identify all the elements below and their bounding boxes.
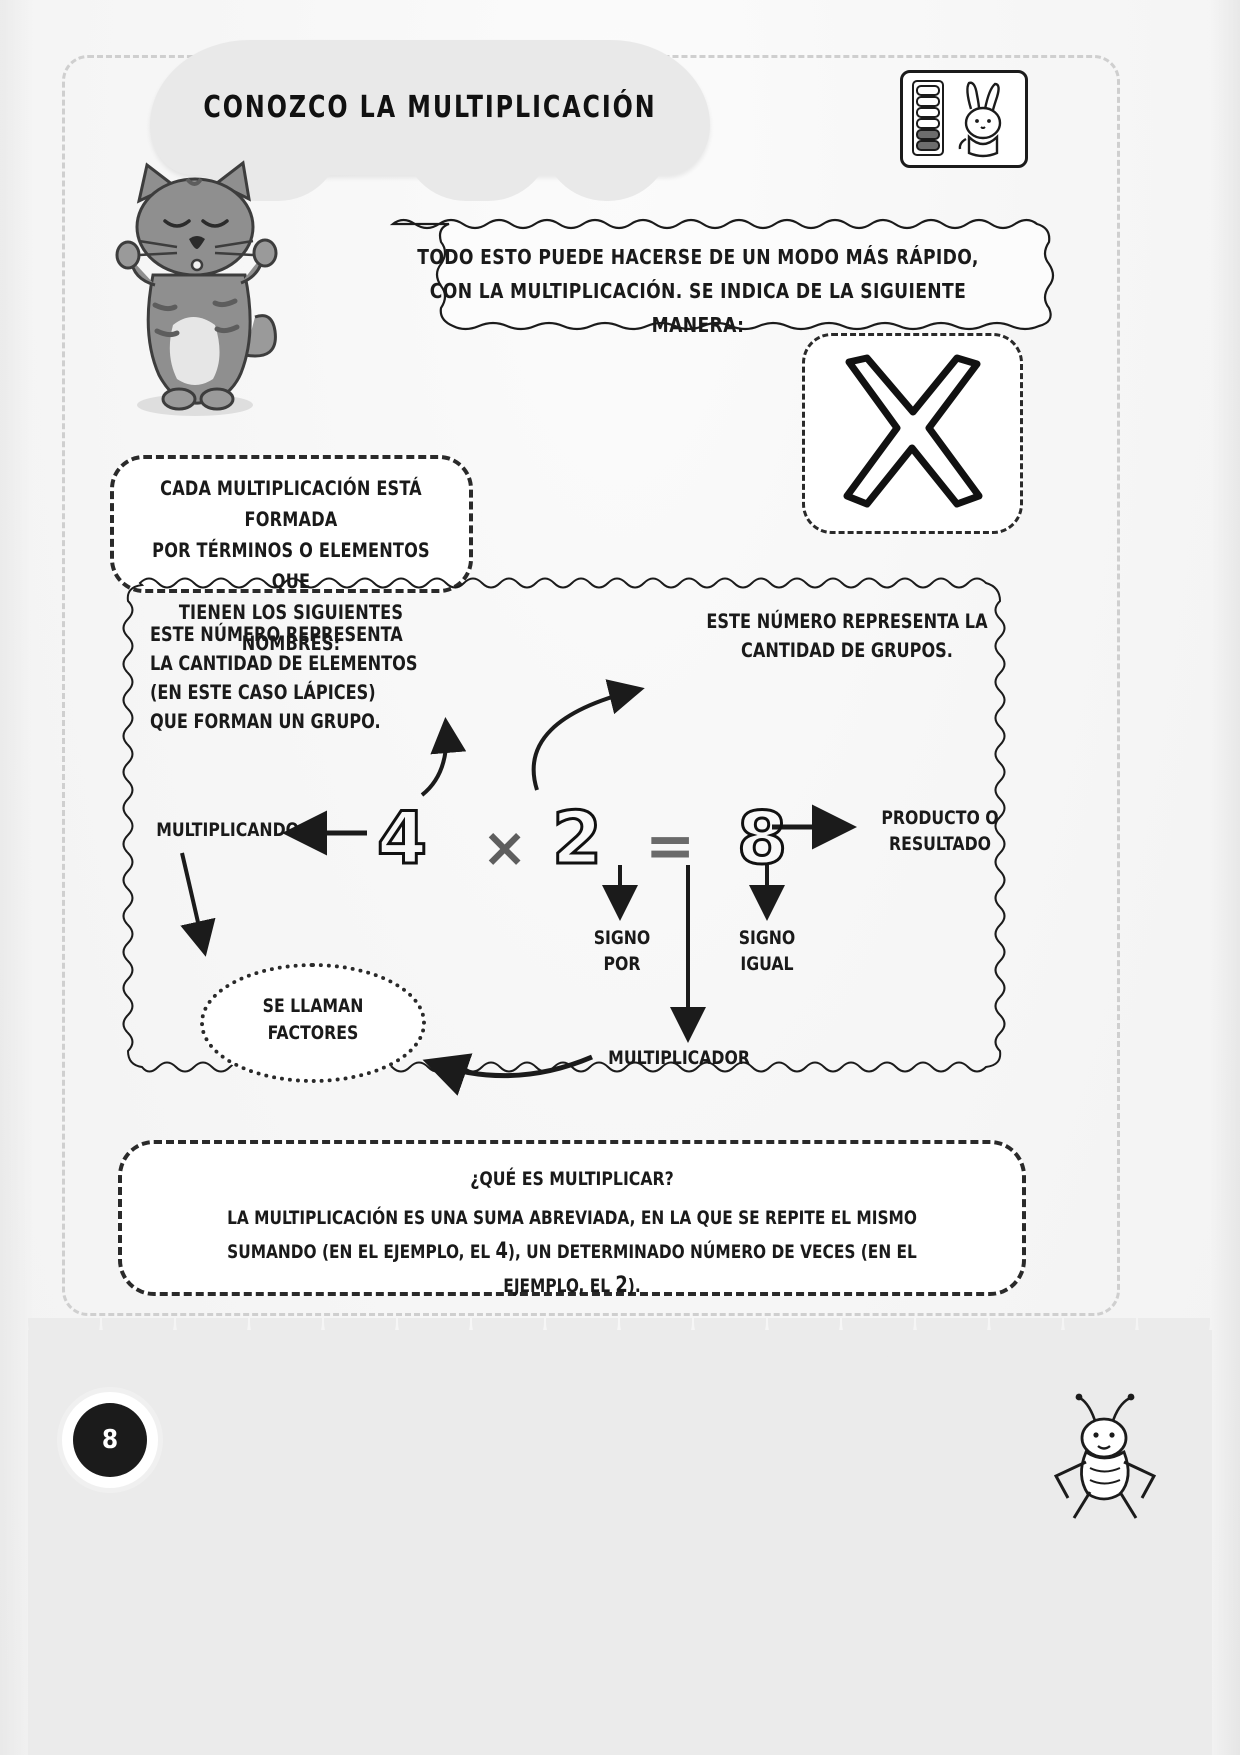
label-signo-igual-line-2: IGUAL: [740, 953, 794, 975]
bottom-answer: LA MULTIPLICACIÓN ES UNA SUMA ABREVIADA,…: [187, 1202, 957, 1303]
footer-scallop: [842, 1318, 914, 1358]
factores-text: SE LLAMAN FACTORES: [213, 993, 414, 1047]
panel-wavy-border: [122, 577, 1006, 1073]
label-signo-igual: SIGNO IGUAL: [726, 925, 809, 977]
rabbit-icon: [958, 81, 1002, 158]
label-multiplicador: MULTIPLICADOR: [608, 1047, 750, 1069]
note-elements-line-1: ESTE NÚMERO REPRESENTA: [150, 623, 403, 646]
bottom-question: ¿QUÉ ES MULTIPLICAR?: [470, 1168, 674, 1190]
multiplication-sign-icon: [843, 354, 983, 508]
label-signo-igual-line-1: SIGNO: [738, 927, 796, 949]
note-groups-line-1: ESTE NÚMERO REPRESENTA LA: [706, 610, 988, 633]
note-elements-line-3: (EN ESTE CASO LÁPICES): [150, 681, 376, 704]
abacus-bead: [916, 107, 940, 118]
callout-line-2: POR TÉRMINOS O ELEMENTOS QUE: [152, 539, 430, 593]
note-elements-text: ESTE NÚMERO REPRESENTA LA CANTIDAD DE EL…: [150, 620, 454, 736]
footer-band: [28, 1330, 1212, 1755]
abacus-bead: [916, 96, 940, 107]
abacus-bead: [916, 118, 940, 129]
speech-line-1: TODO ESTO PUEDE HACERSE DE UN MODO MÁS R…: [417, 245, 979, 269]
footer-scallop: [398, 1318, 470, 1358]
abacus-bead-filled: [916, 129, 940, 140]
bottom-answer-highlight-2: 2: [615, 1273, 628, 1298]
bottom-answer-part-3: ).: [627, 1275, 641, 1297]
label-signo-por-line-2: POR: [603, 953, 641, 975]
abacus-bead: [916, 85, 940, 96]
cat-character-icon: [115, 160, 278, 416]
bottom-answer-highlight-1: 4: [495, 1239, 508, 1264]
label-producto-line-1: PRODUCTO O: [881, 807, 999, 829]
callout-line-1: CADA MULTIPLICACIÓN ESTÁ FORMADA: [160, 477, 422, 531]
terms-callout-text: CADA MULTIPLICACIÓN ESTÁ FORMADA POR TÉR…: [139, 473, 443, 659]
footer-scallop: [250, 1318, 322, 1358]
label-producto-resultado: PRODUCTO O RESULTADO: [866, 805, 1013, 857]
grasshopper-icon: [1053, 1393, 1157, 1519]
label-multiplicando: MULTIPLICANDO: [156, 819, 300, 841]
footer-scallop: [768, 1318, 840, 1358]
times-sign: ×: [482, 816, 528, 879]
footer-scallop: [28, 1318, 100, 1358]
label-signo-por-line-1: SIGNO: [593, 927, 651, 949]
callout-line-3: TIENEN LOS SIGUIENTES NOMBRES:: [178, 601, 404, 655]
cat-speech-bubble: TODO ESTO PUEDE HACERSE DE UN MODO MÁS R…: [363, 212, 1055, 337]
label-signo-por: SIGNO POR: [581, 925, 664, 977]
footer-scallop: [694, 1318, 766, 1358]
factores-oval: SE LLAMAN FACTORES: [200, 963, 426, 1083]
footer-scallop: [176, 1318, 248, 1358]
footer-scallop: [620, 1318, 692, 1358]
multiplication-sign-box: [802, 333, 1023, 534]
rabbit-abacus-badge: [900, 70, 1028, 168]
page-title: CONOZCO LA MULTIPLICACIÓN: [203, 90, 657, 125]
footer-scallop: [1064, 1318, 1136, 1358]
bottom-answer-part-2: ), UN DETERMINADO NÚMERO DE VECES (EN EL…: [503, 1241, 917, 1297]
label-producto-line-2: RESULTADO: [888, 833, 992, 855]
abacus-icon: [912, 80, 944, 156]
factores-line-1: SE LLAMAN: [262, 995, 364, 1017]
footer-scallop: [472, 1318, 544, 1358]
terms-callout-box: CADA MULTIPLICACIÓN ESTÁ FORMADA POR TÉR…: [110, 455, 473, 655]
note-elements-line-2: LA CANTIDAD DE ELEMENTOS: [150, 652, 418, 675]
note-groups-text: ESTE NÚMERO REPRESENTA LA CANTIDAD DE GR…: [681, 607, 1012, 665]
footer-scallops: [28, 1318, 1212, 1358]
footer-scallop: [990, 1318, 1062, 1358]
diagram-arrows: [180, 679, 857, 1096]
note-groups-line-2: CANTIDAD DE GRUPOS.: [741, 639, 953, 662]
speech-line-2: CON LA MULTIPLICACIÓN. SE INDICA DE LA S…: [429, 279, 967, 337]
equation-row: 4 × 2 = 8: [375, 795, 827, 885]
multiplication-diagram-panel: ESTE NÚMERO REPRESENTA LA CANTIDAD DE EL…: [122, 565, 1022, 1110]
footer-scallop: [1138, 1318, 1210, 1358]
note-elements-line-4: QUE FORMAN UN GRUPO.: [150, 710, 381, 733]
bottom-answer-part-1: LA MULTIPLICACIÓN ES UNA SUMA ABREVIADA,…: [227, 1207, 917, 1263]
product-number: 8: [735, 795, 788, 882]
abacus-bead-filled: [916, 140, 940, 151]
footer-scallop: [916, 1318, 988, 1358]
page-number: 8: [73, 1403, 147, 1477]
multiplicand-number: 4: [375, 795, 428, 882]
speech-bubble-text: TODO ESTO PUEDE HACERSE DE UN MODO MÁS R…: [414, 240, 981, 342]
footer-scallop: [546, 1318, 618, 1358]
equals-sign: =: [645, 811, 696, 881]
page-number-badge: 8: [62, 1392, 158, 1488]
speech-bubble-outline: [389, 218, 1055, 331]
footer-scallop: [324, 1318, 396, 1358]
what-is-multiplying-box: ¿QUÉ ES MULTIPLICAR? LA MULTIPLICACIÓN E…: [118, 1140, 1026, 1298]
factores-line-2: FACTORES: [267, 1022, 359, 1044]
footer-scallop: [102, 1318, 174, 1358]
multiplier-number: 2: [550, 795, 603, 882]
